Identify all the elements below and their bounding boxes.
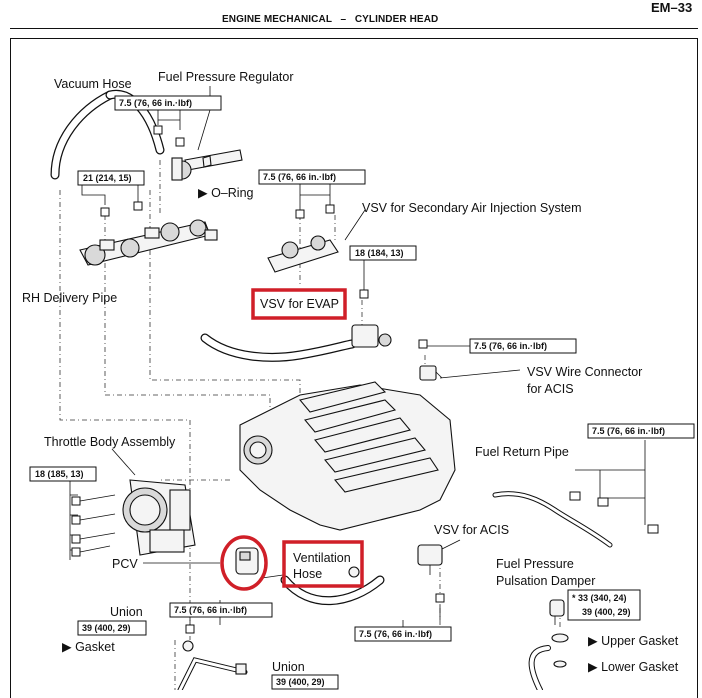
- label-pcv: PCV: [112, 557, 138, 571]
- highlight-pcv: [220, 535, 268, 591]
- label-vsv-evap: VSV for EVAP: [260, 297, 339, 311]
- label-vacuum-hose: Vacuum Hose: [54, 77, 132, 91]
- fuel-pulsation-damper: [528, 599, 569, 690]
- vsv-acis: [417, 544, 443, 575]
- page-number: EM–33: [651, 0, 693, 15]
- header-separator: –: [340, 14, 347, 25]
- torque-damper-39: 39 (400, 29): [582, 607, 631, 617]
- label-gasket: ▶ Gasket: [62, 640, 115, 654]
- header-rule: [10, 28, 698, 29]
- label-vsv-secondary-air: VSV for Secondary Air Injection System: [362, 201, 582, 215]
- part-labels: Vacuum Hose Fuel Pressure Regulator ▶ O–…: [22, 70, 679, 674]
- label-fuel-pressure: Fuel Pressure: [496, 557, 574, 571]
- highlight-ventilation-hose: [282, 540, 364, 588]
- highlight-vsv-evap: [251, 288, 347, 320]
- torque-21: 21 (214, 15): [83, 173, 132, 183]
- lower-fuel-line: [177, 640, 248, 690]
- rh-delivery-pipe: [79, 219, 218, 266]
- torque-return-pipe: 7.5 (76, 66 in.·lbf): [592, 426, 665, 436]
- vsv-secondary-air: [267, 235, 339, 273]
- label-rh-delivery-pipe: RH Delivery Pipe: [22, 291, 117, 305]
- fuel-return-pipe: [492, 491, 613, 548]
- ventilation-hose: [280, 566, 385, 606]
- label-ventilation: Ventilation: [293, 551, 351, 565]
- red-highlights: [220, 288, 364, 591]
- torque-18-184: 18 (184, 13): [355, 248, 404, 258]
- torque-acis-bottom: 7.5 (76, 66 in.·lbf): [359, 629, 432, 639]
- torque-damper-33: * 33 (340, 24): [572, 593, 627, 603]
- vsv-wire-connector: [419, 365, 443, 381]
- pcv-valve: [235, 547, 259, 575]
- label-union-mid: Union: [272, 660, 305, 674]
- label-fuel-pressure-regulator: Fuel Pressure Regulator: [158, 70, 293, 84]
- fuel-pressure-regulator: [171, 149, 243, 181]
- torque-18-185: 18 (185, 13): [35, 469, 84, 479]
- label-union-left: Union: [110, 605, 143, 619]
- label-vsv-acis: VSV for ACIS: [434, 523, 509, 537]
- header-subsection: CYLINDER HEAD: [354, 14, 439, 25]
- torque-union-mid-39: 39 (400, 29): [276, 677, 325, 687]
- label-throttle-body: Throttle Body Assembly: [44, 435, 176, 449]
- torque-union-left-39: 39 (400, 29): [82, 623, 131, 633]
- page-header: ENGINE MECHANICAL – CYLINDER HEAD: [222, 14, 438, 25]
- torque-specs: 7.5 (76, 66 in.·lbf) 21 (214, 15) 7.5 (7…: [29, 95, 695, 690]
- label-o-ring: ▶ O–Ring: [198, 186, 254, 200]
- diagram-frame: [10, 38, 698, 698]
- intake-manifold: [239, 381, 456, 531]
- bolts: [71, 125, 659, 634]
- header-section: ENGINE MECHANICAL: [222, 14, 332, 25]
- vsv-evap: [200, 324, 392, 362]
- throttle-body-assembly: [122, 479, 196, 556]
- leader-lines: [69, 86, 646, 680]
- label-upper-gasket: ▶ Upper Gasket: [588, 634, 679, 648]
- torque-union-left-75: 7.5 (76, 66 in.·lbf): [174, 605, 247, 615]
- torque-regulator: 7.5 (76, 66 in.·lbf): [119, 98, 192, 108]
- label-vsv-wire-connector-acis: for ACIS: [527, 382, 574, 396]
- label-fuel-return-pipe: Fuel Return Pipe: [475, 445, 569, 459]
- torque-vsv-air: 7.5 (76, 66 in.·lbf): [263, 172, 336, 182]
- label-lower-gasket: ▶ Lower Gasket: [588, 660, 679, 674]
- label-pulsation-damper: Pulsation Damper: [496, 574, 595, 588]
- label-hose: Hose: [293, 567, 322, 581]
- label-vsv-wire-connector: VSV Wire Connector: [527, 365, 642, 379]
- torque-wire-connector: 7.5 (76, 66 in.·lbf): [474, 341, 547, 351]
